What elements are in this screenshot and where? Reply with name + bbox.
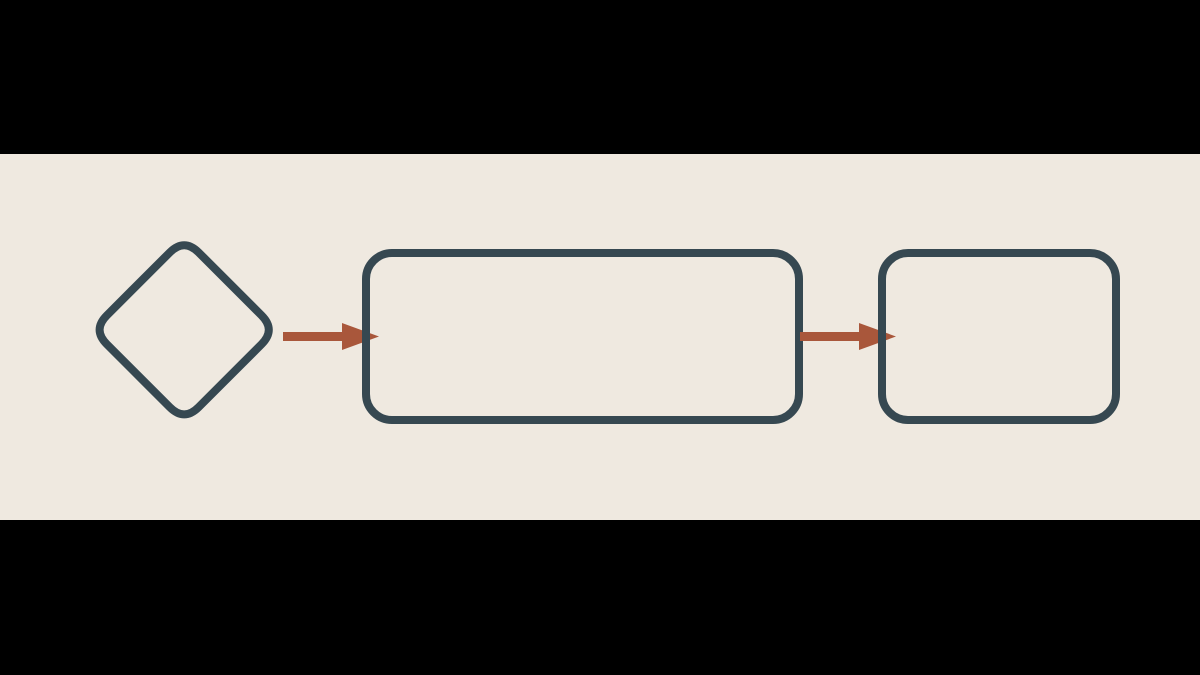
diagram-background: [0, 154, 1200, 520]
letterbox-top: [0, 0, 1200, 154]
connector-arrow-1: [283, 323, 379, 350]
decision-diamond-node: [95, 241, 273, 419]
flowchart-diagram: [0, 154, 1200, 520]
connector-arrow-2: [800, 323, 896, 350]
process-wide-node: [362, 249, 803, 424]
letterbox-bottom: [0, 520, 1200, 675]
process-small-node: [878, 249, 1120, 424]
connector-1-head: [342, 323, 379, 350]
diagram-canvas: [0, 154, 1200, 520]
connector-2-head: [859, 323, 896, 350]
